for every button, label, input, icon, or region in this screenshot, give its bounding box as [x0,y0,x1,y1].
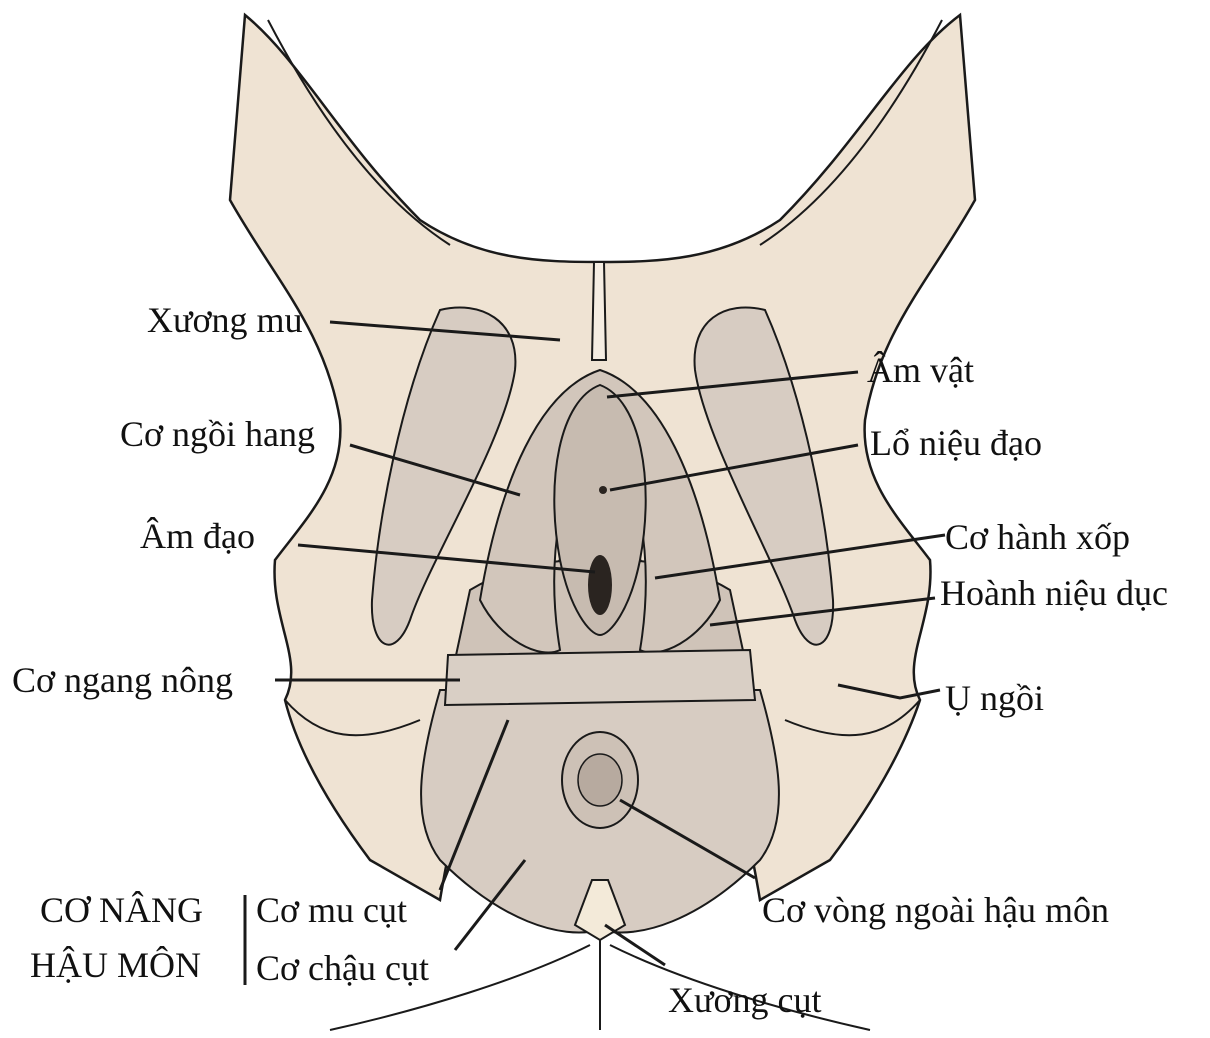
label-iliococcygeus: Cơ chậu cụt [256,948,429,988]
anus [578,754,622,806]
label-pubococcygeus: Cơ mu cụt [256,890,407,930]
vaginal-opening [588,555,612,615]
label-ischiocavernosus: Cơ ngồi hang [120,414,315,454]
label-urethral-opening: Lổ niệu đạo [870,423,1042,463]
superficial-transverse-muscle [445,650,755,705]
label-external-anal-sphincter: Cơ vòng ngoài hậu môn [762,890,1109,930]
label-levator-ani-line2: HẬU MÔN [30,945,201,985]
label-clitoris: Âm vật [867,350,974,390]
label-vagina: Âm đạo [140,516,255,556]
label-ischial-tuberosity: Ụ ngồi [945,678,1044,718]
urethral-opening-mark [599,486,607,494]
label-urogenital-diaphragm: Hoành niệu dục [940,573,1168,613]
pubic-symphysis [592,262,606,360]
label-superficial-transverse: Cơ ngang nông [12,660,233,700]
label-pubic-bone: Xương mu [147,300,303,340]
label-levator-ani-line1: CƠ NÂNG [40,890,203,930]
label-coccyx: Xương cụt [668,980,822,1020]
label-bulbospongiosus: Cơ hành xốp [945,517,1130,557]
